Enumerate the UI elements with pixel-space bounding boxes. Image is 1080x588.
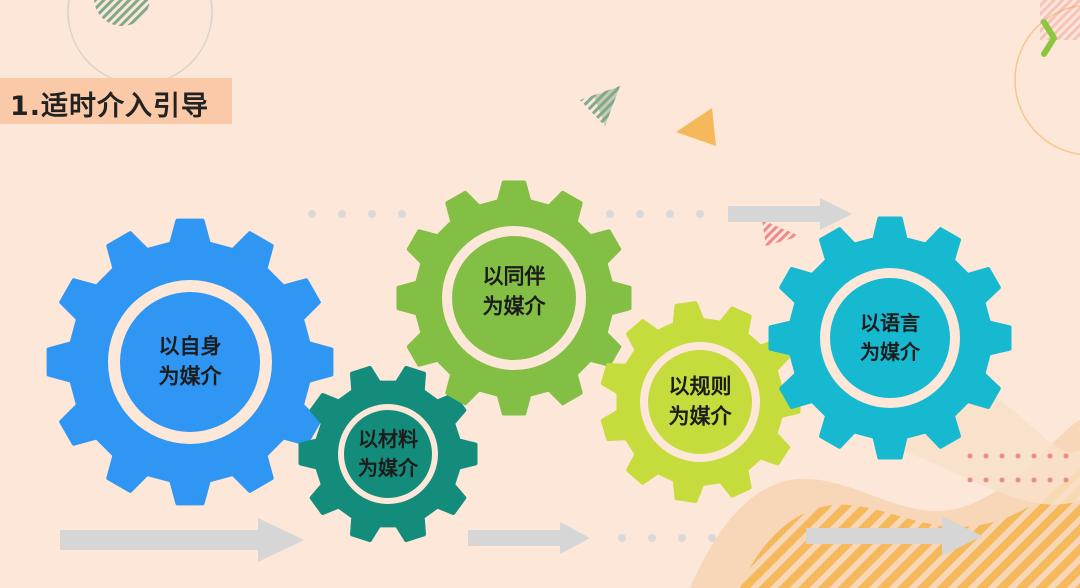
gear-label-peer: 以同伴 为媒介	[483, 262, 546, 323]
title-background	[0, 78, 232, 124]
deco-circle-right	[1014, 4, 1080, 156]
gear-label-language: 以语言 为媒介	[860, 309, 920, 367]
gear-label-self: 以自身 为媒介	[159, 332, 222, 393]
dots-row-bottom	[618, 534, 716, 542]
gear-rule-center	[648, 350, 752, 454]
gear-label-language-line2: 为媒介	[860, 340, 920, 364]
arrow-right-bottom-right	[806, 516, 982, 556]
gear-label-peer-line2: 为媒介	[482, 295, 546, 319]
gear-label-rule-line2: 为媒介	[668, 405, 732, 429]
gear-label-language-line1: 以语言	[860, 311, 920, 335]
gear-label-rule-line1: 以规则	[668, 374, 732, 399]
deco-striped-circle	[94, 0, 150, 26]
chevron-right-icon	[1041, 19, 1057, 57]
gear-label-material-line2: 为媒介	[358, 456, 418, 480]
gear-rule	[600, 301, 801, 503]
gear-material-center	[344, 410, 432, 498]
deco-triangle-orange	[676, 108, 716, 146]
gear-label-self-line2: 为媒介	[158, 365, 222, 389]
gear-self	[46, 218, 334, 506]
gear-label-rule: 以规则 为媒介	[669, 372, 732, 433]
gear-self-center	[120, 292, 260, 432]
gear-material	[298, 365, 478, 543]
gear-label-material-line1: 以材料	[358, 427, 418, 451]
gear-label-self-line1: 以自身	[158, 334, 222, 359]
gear-language	[768, 216, 1012, 460]
gear-peer-center	[452, 236, 576, 360]
deco-stripe-corner	[1040, 0, 1080, 40]
gear-peer	[396, 180, 632, 416]
gear-label-material: 以材料 为媒介	[358, 425, 418, 483]
deco-triangle-pink	[762, 220, 800, 246]
dots-grid-red	[967, 453, 1069, 483]
arrow-right-top	[728, 198, 852, 230]
dots-row-top-right	[606, 210, 704, 218]
deco-triangle-striped	[580, 86, 620, 126]
gear-group	[46, 180, 1012, 543]
deco-triangle-green	[594, 86, 620, 126]
gear-label-peer-line1: 以同伴	[482, 264, 546, 289]
gear-language-center	[830, 278, 950, 398]
arrow-right-bottom-left	[60, 518, 304, 562]
dots-row-top-left	[308, 210, 406, 218]
page-title: 1.适时介入引导	[10, 91, 210, 122]
arrow-right-bottom-mid	[468, 522, 590, 554]
